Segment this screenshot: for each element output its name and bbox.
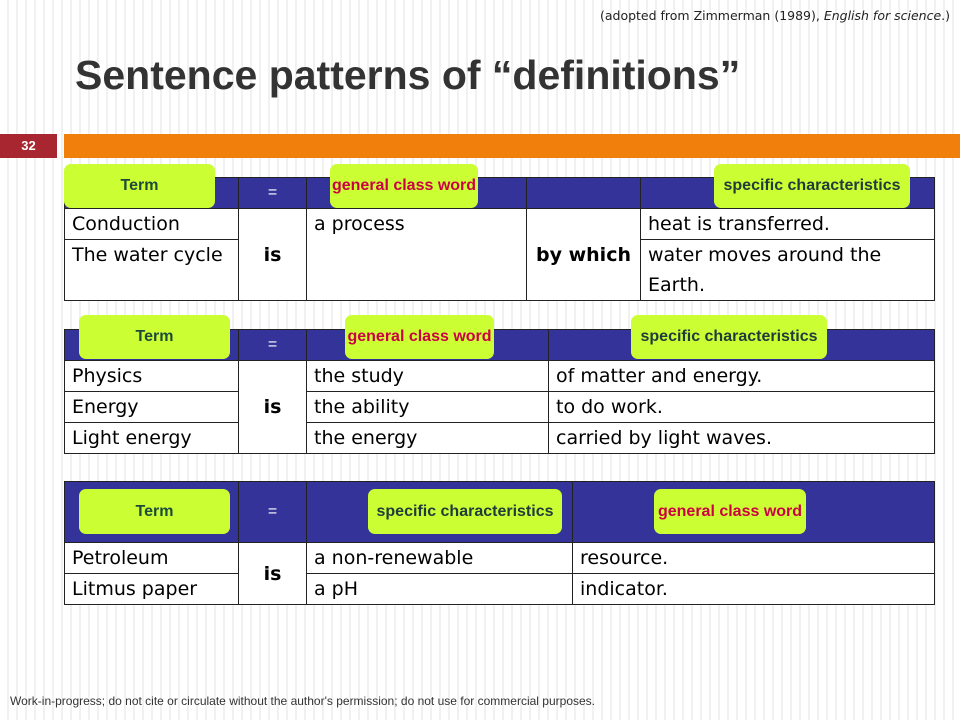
citation-book: English for science: [823, 8, 942, 23]
specific-characteristics-label: specific characteristics: [368, 489, 562, 534]
connector-cell: by which: [526, 208, 641, 301]
footer-note: Work-in-progress; do not cite or circula…: [10, 694, 595, 708]
general-class-word-label: general class word: [330, 164, 478, 208]
term-cell: Conduction: [64, 208, 239, 240]
term-label: Term: [79, 315, 230, 359]
general-class-word-label: general class word: [654, 489, 806, 534]
spec-cell: to do work.: [548, 391, 935, 423]
class-cell: resource.: [572, 542, 935, 574]
citation-prefix: (adopted from Zimmerman (1989),: [599, 8, 824, 23]
class-cell: the ability: [306, 391, 549, 423]
verb-cell: is: [238, 360, 307, 454]
term-cell: The water cycle: [64, 239, 239, 301]
class-cell: the study: [306, 360, 549, 392]
term-cell: Physics: [64, 360, 239, 392]
spec-cell: a non-renewable: [306, 542, 573, 574]
class-cell: a process: [306, 208, 527, 301]
term-cell: Energy: [64, 391, 239, 423]
class-cell: indicator.: [572, 573, 935, 605]
verb-cell: is: [238, 208, 307, 301]
term-label: Term: [64, 164, 215, 208]
header-connector: [526, 177, 641, 209]
spec-cell: a pH: [306, 573, 573, 605]
term-cell: Light energy: [64, 422, 239, 454]
slide-number: 32: [0, 134, 57, 158]
specific-characteristics-label: specific characteristics: [631, 315, 827, 359]
spec-cell: heat is transferred.: [640, 208, 935, 240]
general-class-word-label: general class word: [345, 315, 494, 359]
spec-cell: water moves around the Earth.: [640, 239, 935, 301]
header-equals: =: [238, 481, 307, 543]
citation: (adopted from Zimmerman (1989), English …: [600, 8, 950, 23]
table-row: The water cycle water moves around the Ea…: [64, 239, 935, 301]
header-equals: =: [238, 329, 307, 361]
page-title: Sentence patterns of “definitions”: [75, 52, 741, 98]
specific-characteristics-label: specific characteristics: [714, 164, 910, 208]
header-equals: =: [238, 177, 307, 209]
term-cell: Petroleum: [64, 542, 239, 574]
class-cell: the energy: [306, 422, 549, 454]
term-label: Term: [79, 489, 230, 534]
citation-suffix: .): [941, 8, 950, 23]
verb-cell: is: [238, 542, 307, 605]
spec-cell: carried by light waves.: [548, 422, 935, 454]
term-cell: Litmus paper: [64, 573, 239, 605]
spec-cell: of matter and energy.: [548, 360, 935, 392]
orange-bar: [64, 134, 960, 158]
